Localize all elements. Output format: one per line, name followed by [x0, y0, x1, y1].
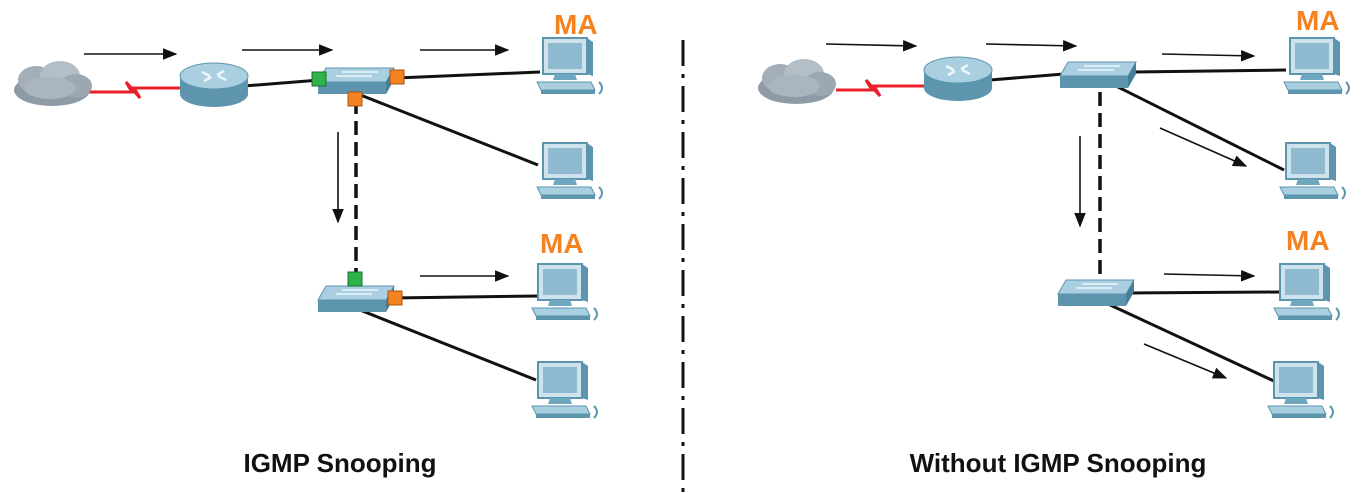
cloud-icon — [14, 61, 92, 106]
pc-icon — [536, 142, 603, 200]
pc-icon — [531, 263, 598, 321]
forwarding-port — [389, 69, 405, 85]
forwarding-port — [387, 290, 403, 306]
switch-icon — [1057, 279, 1135, 307]
forwarding-port — [347, 91, 363, 107]
arrow-icon — [1159, 127, 1248, 167]
ma-label: MA — [1286, 225, 1330, 256]
switch-pc-link — [391, 294, 541, 300]
arrow-icon — [825, 39, 918, 52]
arrow-icon — [1163, 269, 1256, 282]
pc-icon — [1273, 263, 1340, 321]
switch-pc-link — [1131, 68, 1287, 74]
router-icon — [922, 55, 994, 103]
wan-link — [836, 79, 924, 97]
arrow-icon — [1161, 49, 1256, 62]
arrow-icon — [1143, 343, 1228, 379]
switch-pc-link — [1131, 290, 1281, 295]
ma-label: MA — [1296, 5, 1340, 36]
arrow-icon — [985, 39, 1078, 52]
switch-icon — [1059, 61, 1137, 89]
wan-link — [88, 81, 182, 99]
cloud-icon — [758, 59, 836, 104]
switch-pc-link — [359, 308, 537, 382]
blocked-port — [347, 271, 363, 287]
router-icon — [178, 61, 250, 109]
switch-pc-link — [395, 70, 541, 80]
blocked-port — [311, 71, 327, 87]
pc-icon — [531, 361, 598, 419]
switch-pc-link — [1111, 82, 1285, 172]
pc-icon — [1283, 37, 1350, 95]
switch-icon — [317, 285, 395, 313]
switch-pc-link — [1107, 302, 1277, 384]
switch-icon — [317, 67, 395, 95]
ma-label: MA — [540, 228, 584, 259]
left-panel: MA MA IGMP Snooping — [14, 9, 603, 478]
left-caption: IGMP Snooping — [243, 448, 436, 478]
ma-label: MA — [554, 9, 598, 40]
right-panel: MA MA Without IGMP Snooping — [758, 5, 1350, 478]
pc-icon — [1267, 361, 1334, 419]
pc-icon — [1279, 142, 1346, 200]
pc-icon — [536, 37, 603, 95]
right-caption: Without IGMP Snooping — [910, 448, 1207, 478]
router-switch-link — [989, 72, 1065, 82]
switch-pc-link — [357, 92, 539, 167]
router-switch-link — [243, 78, 321, 88]
